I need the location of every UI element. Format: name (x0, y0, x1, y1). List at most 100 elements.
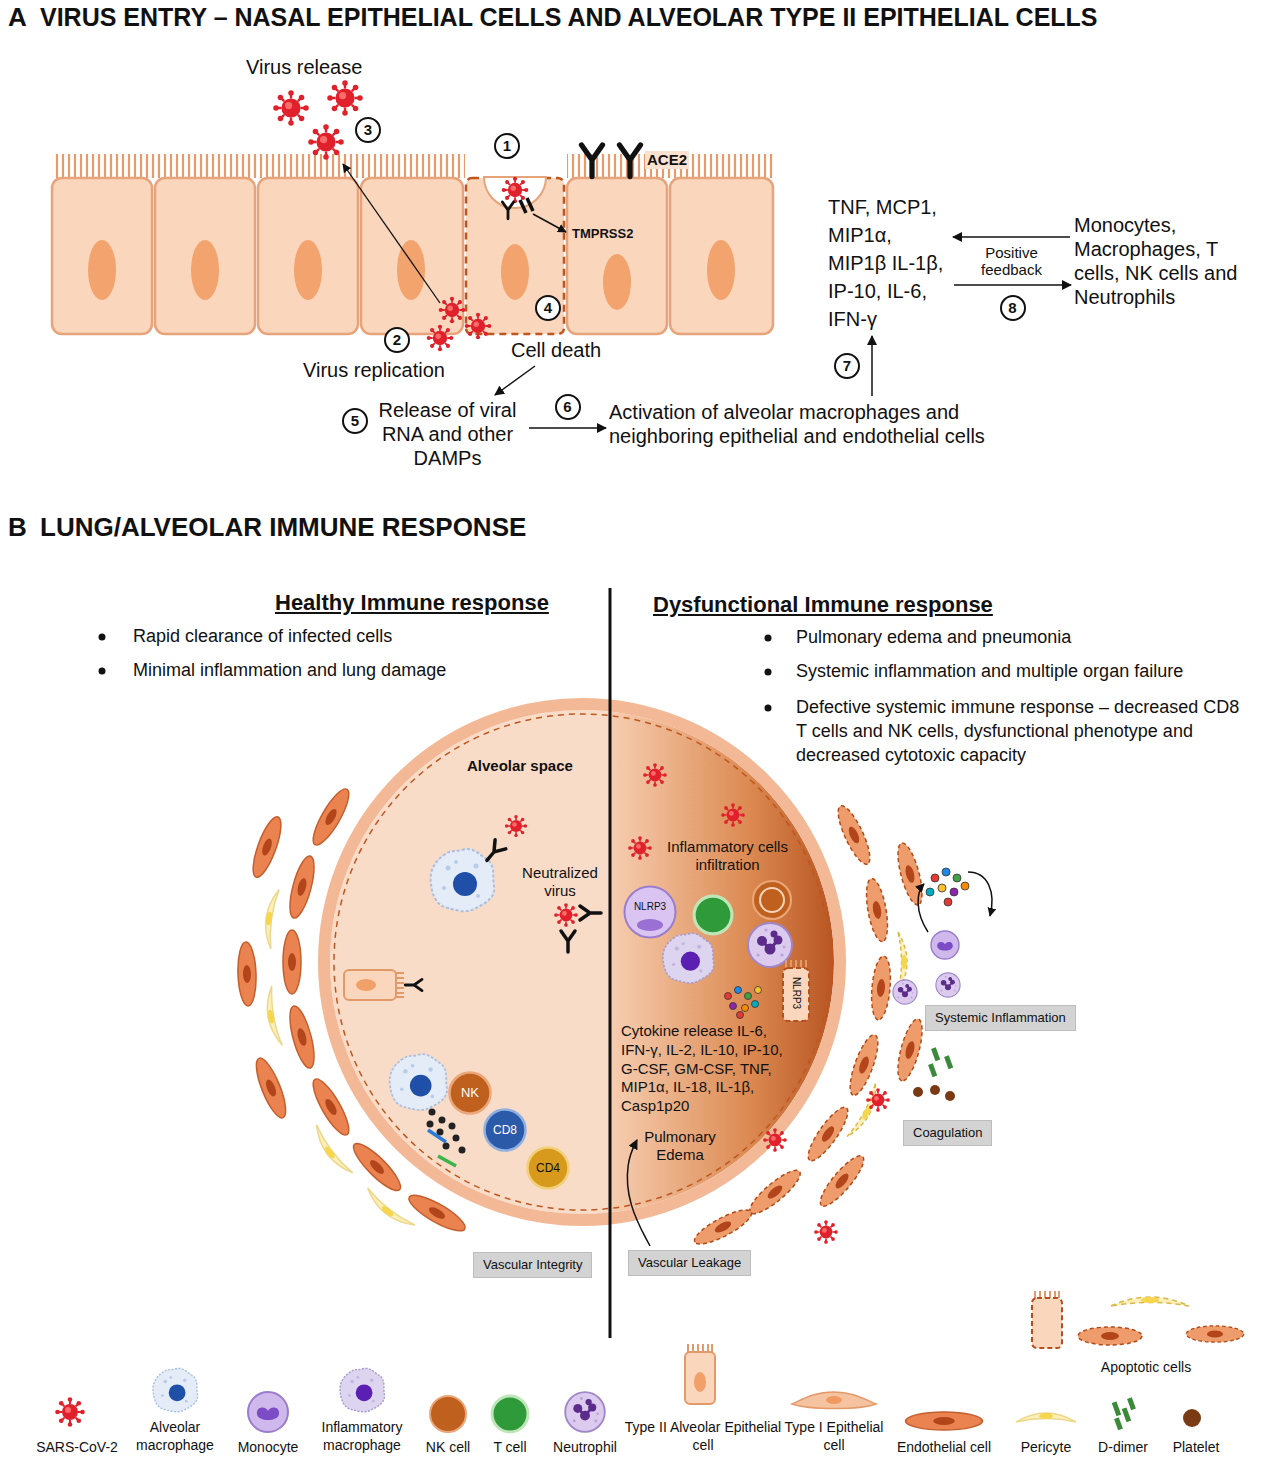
legend-text: Platelet (1161, 1438, 1231, 1456)
cilia (786, 960, 806, 968)
legend-text: Type I Epithelial cell (784, 1418, 884, 1454)
flow-arrow (954, 284, 1071, 286)
node-text: Vascular Integrity (483, 1257, 582, 1273)
legend-text: Pericyte (1011, 1438, 1081, 1456)
panel-letter: A (8, 2, 27, 33)
step-text: Virus replication (303, 358, 445, 382)
bullet-text: Systemic inflammation and multiple organ… (796, 661, 1183, 683)
legend-item: Pericyte (1011, 1438, 1081, 1456)
flow-arrow (529, 427, 606, 429)
legend-text: Neutrophil (545, 1438, 625, 1456)
label-holder: Virus release (246, 55, 362, 79)
annotation: Neutralized virus (515, 864, 605, 900)
label-holder: A (8, 2, 27, 33)
edge-label-holder: 6 (555, 394, 581, 420)
legend-item: Apoptotic cells (1086, 1358, 1206, 1376)
status-box: Systemic Inflammation (925, 1005, 1076, 1031)
cell-body (528, 1148, 569, 1189)
edge-label-holder: 8 (1000, 295, 1026, 321)
node-text: Monocytes, Macrophages, T cells, NK cell… (1074, 213, 1246, 309)
alveolus-outline (334, 714, 830, 1210)
nk-cell: NK (448, 1071, 492, 1115)
legend-text: Apoptotic cells (1086, 1358, 1206, 1376)
callout-number: 7 (834, 353, 860, 379)
callout-number: 4 (535, 295, 561, 321)
label-holder: ACE2 (645, 151, 689, 169)
bullet-text: Pulmonary edema and pneumonia (796, 627, 1071, 649)
edge-label-holder: Positive feedback (973, 244, 1051, 279)
legend-item: Monocyte (228, 1438, 308, 1456)
legend-text: NK cell (418, 1438, 478, 1456)
status-box: Vascular Leakage (628, 1250, 751, 1276)
protease-label: TMPRSS2 (572, 226, 633, 242)
node-text: Cell death (511, 338, 621, 362)
column-heading: Healthy Immune response (275, 590, 549, 616)
edge-label: Positive feedback (973, 244, 1051, 279)
label-holder: Minimal inflammation and lung damage (133, 660, 446, 682)
node-text: Activation of alveolar macrophages and n… (609, 400, 1001, 448)
legend-item: Endothelial cell (892, 1438, 997, 1456)
process-step: Release of viral RNA and other DAMPs (370, 398, 525, 470)
legend-item: Neutrophil (545, 1438, 625, 1456)
legend-item: Type II Alveolar Epithelial cell (623, 1418, 783, 1454)
label-holder: Virus replication (303, 358, 445, 382)
cell-nucleus (637, 919, 663, 931)
callout-number: 6 (555, 394, 581, 420)
label-holder: Neutralized virus (515, 864, 605, 900)
node-text: Alveolar space (467, 757, 573, 775)
node-text: Systemic Inflammation (935, 1010, 1066, 1026)
legend-text: Inflammatory macrophage (315, 1418, 410, 1454)
cytokine-list: Cytokine release IL-6, IFN-γ, IL-2, IL-1… (621, 1022, 793, 1116)
panel-letter: B (8, 512, 27, 543)
callout-number: 1 (494, 133, 520, 159)
callout-number: 5 (342, 408, 368, 434)
legend-item: Platelet (1161, 1438, 1231, 1456)
node-text: NLRP3 (790, 962, 802, 1024)
label-holder: 1 (494, 133, 520, 159)
cell-body (625, 887, 676, 938)
node-text: NLRP3 (634, 901, 666, 913)
legend-text: Endothelial cell (892, 1438, 997, 1456)
legend-item: Type I Epithelial cell (784, 1418, 884, 1454)
cd8-t-cell: CD8 (483, 1108, 527, 1152)
legend-item: Alveolar macrophage (132, 1418, 218, 1454)
node-text: NK (461, 1085, 479, 1101)
label-holder: Pulmonary edema and pneumonia (796, 627, 1071, 649)
panel-title: VIRUS ENTRY – NASAL EPITHELIAL CELLS AND… (40, 2, 1255, 32)
legend-text: Type II Alveolar Epithelial cell (623, 1418, 783, 1454)
annotation: Inflammatory cells infiltration (660, 838, 795, 874)
legend-text: Monocyte (228, 1438, 308, 1456)
callout-number: 2 (384, 327, 410, 353)
label-holder: Rapid clearance of infected cells (133, 626, 392, 648)
node-text: Release of viral RNA and other DAMPs (370, 398, 525, 470)
flow-arrow (627, 1140, 650, 1246)
legend-item: SARS-CoV-2 (32, 1438, 122, 1456)
label-holder: VIRUS ENTRY – NASAL EPITHELIAL CELLS AND… (40, 2, 1255, 32)
legend-text: T cell (485, 1438, 535, 1456)
cell-body (450, 1073, 491, 1114)
flow-arrow (871, 336, 873, 396)
label-holder: Inflammatory cells infiltration (660, 838, 795, 874)
flow-arrow (953, 236, 1070, 238)
label-holder: Cytokine release IL-6, IFN-γ, IL-2, IL-1… (621, 1022, 793, 1116)
label-holder: 4 (535, 295, 561, 321)
flow-arrow (495, 366, 535, 395)
cell-body (485, 1110, 526, 1151)
legend-item: NK cell (418, 1438, 478, 1456)
legend-text: D-dimer (1088, 1438, 1158, 1456)
bullet-text: Rapid clearance of infected cells (133, 626, 392, 648)
process-step: Cell death (511, 338, 621, 362)
alveolus-outline (327, 707, 837, 1217)
node-text: CD4 (536, 1161, 560, 1175)
edema-text: Pulmonary Edema (640, 1128, 720, 1164)
edge-label-holder: 7 (834, 353, 860, 379)
legend-item: T cell (485, 1438, 535, 1456)
column-heading: Dysfunctional Immune response (653, 592, 993, 618)
label-holder: Dysfunctional Immune response (653, 592, 993, 618)
nlrp3-monocyte: NLRP3 (623, 885, 677, 939)
receptor-label: ACE2 (645, 151, 689, 169)
label-holder: Healthy Immune response (275, 590, 549, 616)
label-holder: Systemic inflammation and multiple organ… (796, 661, 1183, 683)
node-text: CD8 (493, 1123, 517, 1137)
legend-text: SARS-CoV-2 (32, 1438, 122, 1456)
